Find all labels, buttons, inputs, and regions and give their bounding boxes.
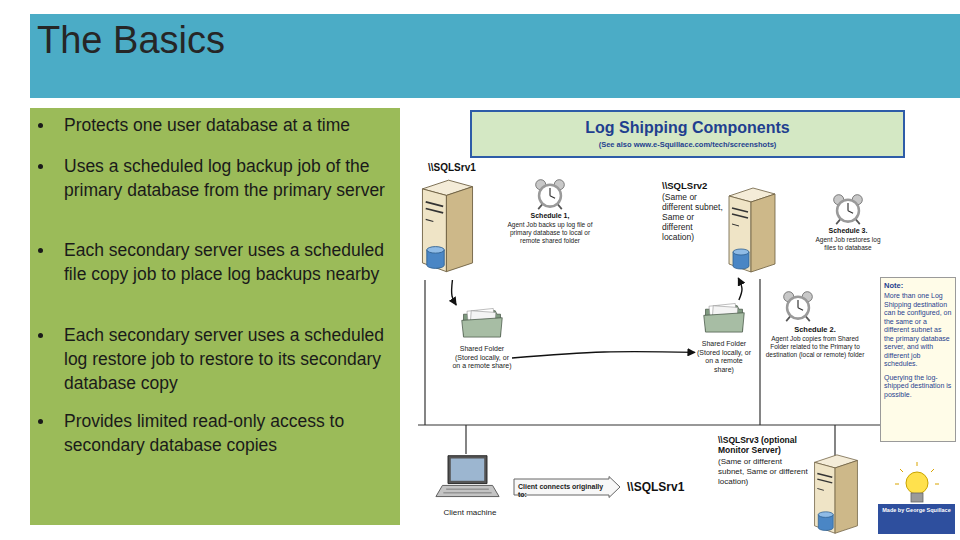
copy-arrow bbox=[512, 352, 695, 358]
bullet-text: Provides limited read-only access to sec… bbox=[64, 409, 398, 457]
header-box: Log Shipping Components (See also www.e-S… bbox=[470, 110, 905, 158]
bullet-text: Each secondary server uses a scheduled l… bbox=[64, 323, 398, 395]
bullet-dot bbox=[38, 333, 43, 338]
server-name: \\SQLSrv3 (optional Monitor Server) bbox=[718, 435, 808, 455]
note-text: More than one Log Shipping destination c… bbox=[884, 292, 952, 369]
server-name: \\SQLSrv2 bbox=[662, 180, 724, 191]
schedule-node: Schedule 3.Agent Job restores log files … bbox=[812, 193, 884, 255]
bullet-dot bbox=[38, 123, 43, 128]
folder-icon bbox=[702, 300, 746, 336]
clock-icon bbox=[781, 290, 815, 322]
schedule-title: Schedule 1, bbox=[505, 212, 595, 220]
author-credit: Made by George Squillace bbox=[879, 507, 954, 514]
bullet-panel: Protects one user database at a timeUses… bbox=[30, 108, 400, 525]
connect-text: Client connects originally to: bbox=[518, 483, 610, 499]
server-name: \\SQLSrv1 bbox=[627, 480, 707, 494]
copy-arrow bbox=[738, 278, 742, 300]
schedule-text: Agent Job copies from Shared Folder rela… bbox=[765, 335, 865, 359]
bullet-dot bbox=[38, 419, 43, 424]
note-box: Note: More than one Log Shipping destinat… bbox=[880, 277, 956, 442]
server-note: (Same or different subnet, Same or diffe… bbox=[718, 457, 808, 487]
server-name: \\SQLSrv1 bbox=[428, 162, 488, 174]
client-machine: Client machine bbox=[430, 452, 510, 522]
schedule-title: Schedule 2. bbox=[765, 325, 865, 334]
folder-icon bbox=[460, 305, 504, 341]
folder-label: Shared Folder (Stored locally, or on a r… bbox=[452, 345, 512, 371]
bullet-text: Each secondary server uses a scheduled f… bbox=[64, 238, 398, 286]
title-bar bbox=[30, 14, 960, 98]
copy-arrow bbox=[452, 280, 457, 305]
schedule-node: Schedule 1,Agent Job backs up log file o… bbox=[505, 178, 595, 263]
bullet-dot bbox=[38, 164, 43, 169]
network-line bbox=[418, 279, 880, 456]
server-node: \\SQLSrv1 bbox=[418, 160, 490, 280]
server-icon bbox=[420, 178, 475, 276]
slide-title: The Basics bbox=[37, 17, 225, 63]
author-logo bbox=[878, 462, 955, 534]
schedule-text: Agent Job backs up log file of primary d… bbox=[505, 221, 595, 245]
connect-arrow: Client connects originally to: bbox=[513, 476, 621, 498]
clock-icon bbox=[831, 193, 865, 225]
bullet-text: Uses a scheduled log backup job of the p… bbox=[64, 154, 398, 202]
server-node: \\SQLSrv3 (optional Monitor Server)(Same… bbox=[718, 433, 868, 538]
schedule-title: Schedule 3. bbox=[812, 227, 884, 235]
schedule-text: Agent Job restores log files to database bbox=[812, 236, 884, 252]
bullet-text: Protects one user database at a time bbox=[64, 113, 398, 137]
folder-label: Shared Folder (Stored locally, or on a r… bbox=[695, 340, 753, 374]
bullet-dot bbox=[38, 248, 43, 253]
client-label: Client machine bbox=[430, 508, 510, 518]
clock-icon bbox=[533, 178, 567, 210]
server-icon bbox=[812, 453, 860, 537]
server-node: \\SQLSrv2(Same or different subnet, Same… bbox=[662, 176, 780, 278]
shared-folder: Shared Folder (Stored locally, or on a r… bbox=[452, 305, 512, 415]
header-title: Log Shipping Components bbox=[472, 118, 903, 137]
note-text: Querying the log-shipped destination is … bbox=[884, 374, 952, 400]
header-subtitle: (See also www.e-Squillace.com/tech/scree… bbox=[472, 140, 903, 149]
server-icon bbox=[726, 186, 778, 276]
note-heading: Note: bbox=[884, 281, 952, 290]
server-note: (Same or different subnet, Same or diffe… bbox=[662, 192, 724, 242]
laptop-icon bbox=[435, 452, 500, 504]
schedule-node: Schedule 2.Agent Job copies from Shared … bbox=[765, 290, 865, 385]
shared-folder: Shared Folder (Stored locally, or on a r… bbox=[695, 300, 753, 405]
